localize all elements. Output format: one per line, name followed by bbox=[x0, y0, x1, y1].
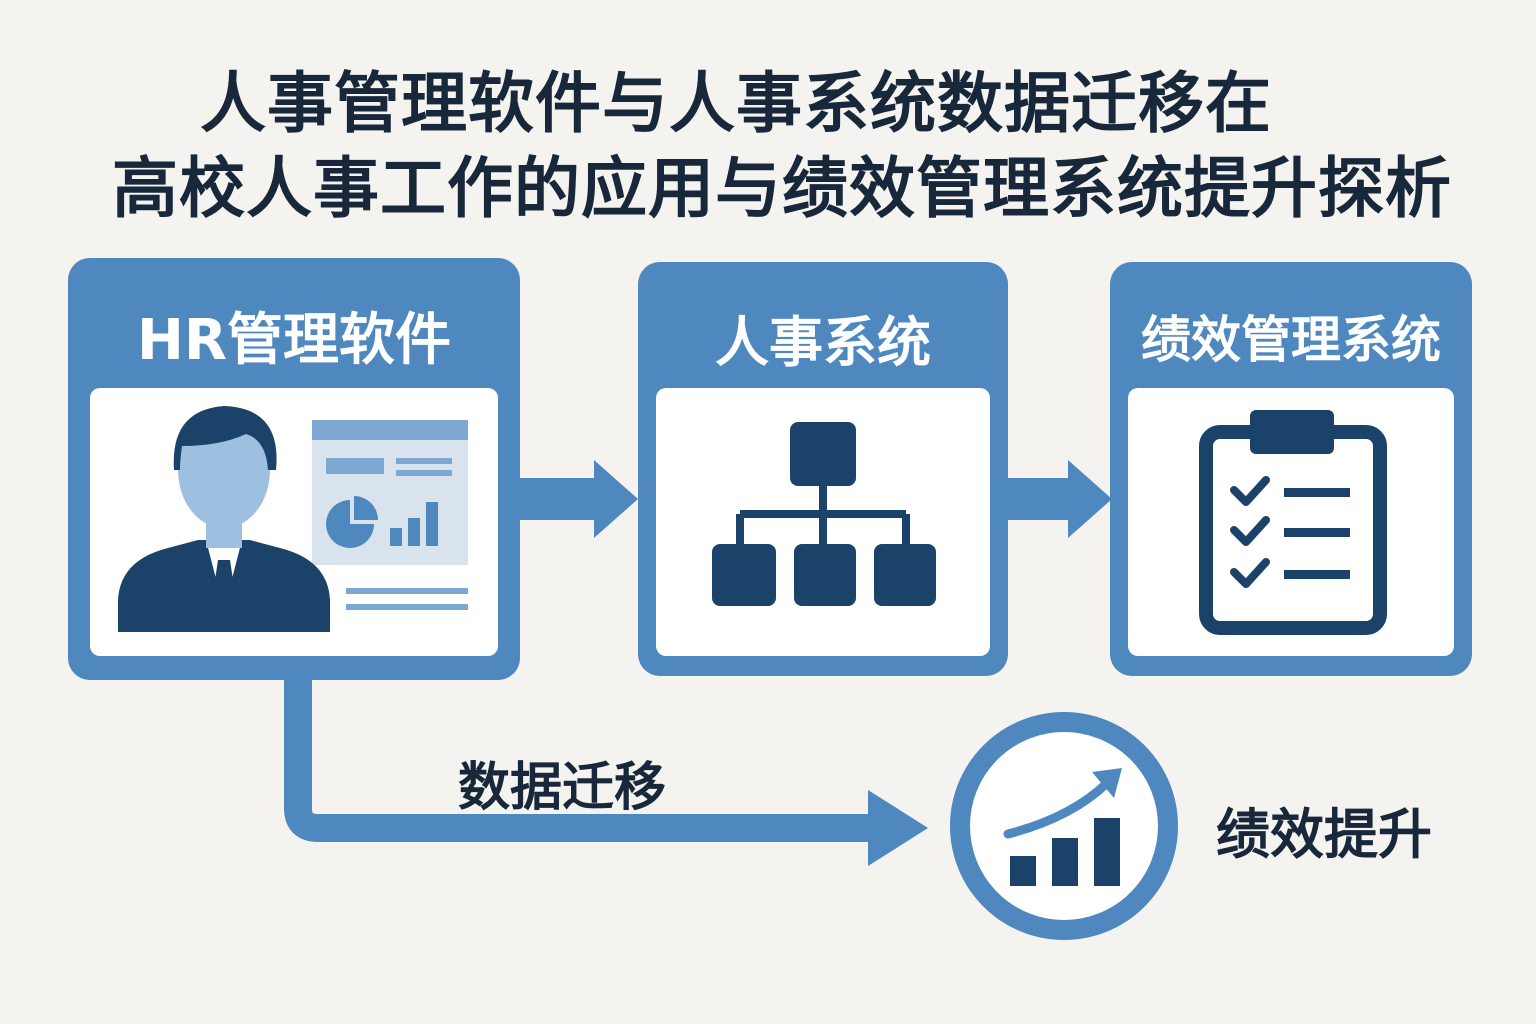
title-line-1: 人事管理软件与人事系统数据迁移在 bbox=[200, 65, 1272, 142]
node-performance-system-label: 绩效管理系统 bbox=[1141, 311, 1441, 369]
person-with-dashboard-icon bbox=[118, 406, 468, 632]
arrow-data-migration bbox=[284, 680, 928, 866]
node-performance-system bbox=[1110, 262, 1472, 676]
growth-chart-icon bbox=[950, 712, 1178, 940]
arrow-personnel-to-performance bbox=[1006, 460, 1112, 538]
node-personnel-system-label: 人事系统 bbox=[715, 311, 931, 374]
node-hr-software-label: HR管理软件 bbox=[137, 308, 451, 373]
checklist-clipboard-icon bbox=[1199, 410, 1387, 635]
node-performance-boost-label: 绩效提升 bbox=[1216, 803, 1432, 866]
org-chart-icon bbox=[712, 422, 936, 606]
title-line-2: 高校人事工作的应用与绩效管理系统提升探析 bbox=[112, 150, 1452, 227]
arrow-hr-to-personnel bbox=[518, 460, 638, 538]
edge-data-migration-label: 数据迁移 bbox=[458, 758, 667, 818]
